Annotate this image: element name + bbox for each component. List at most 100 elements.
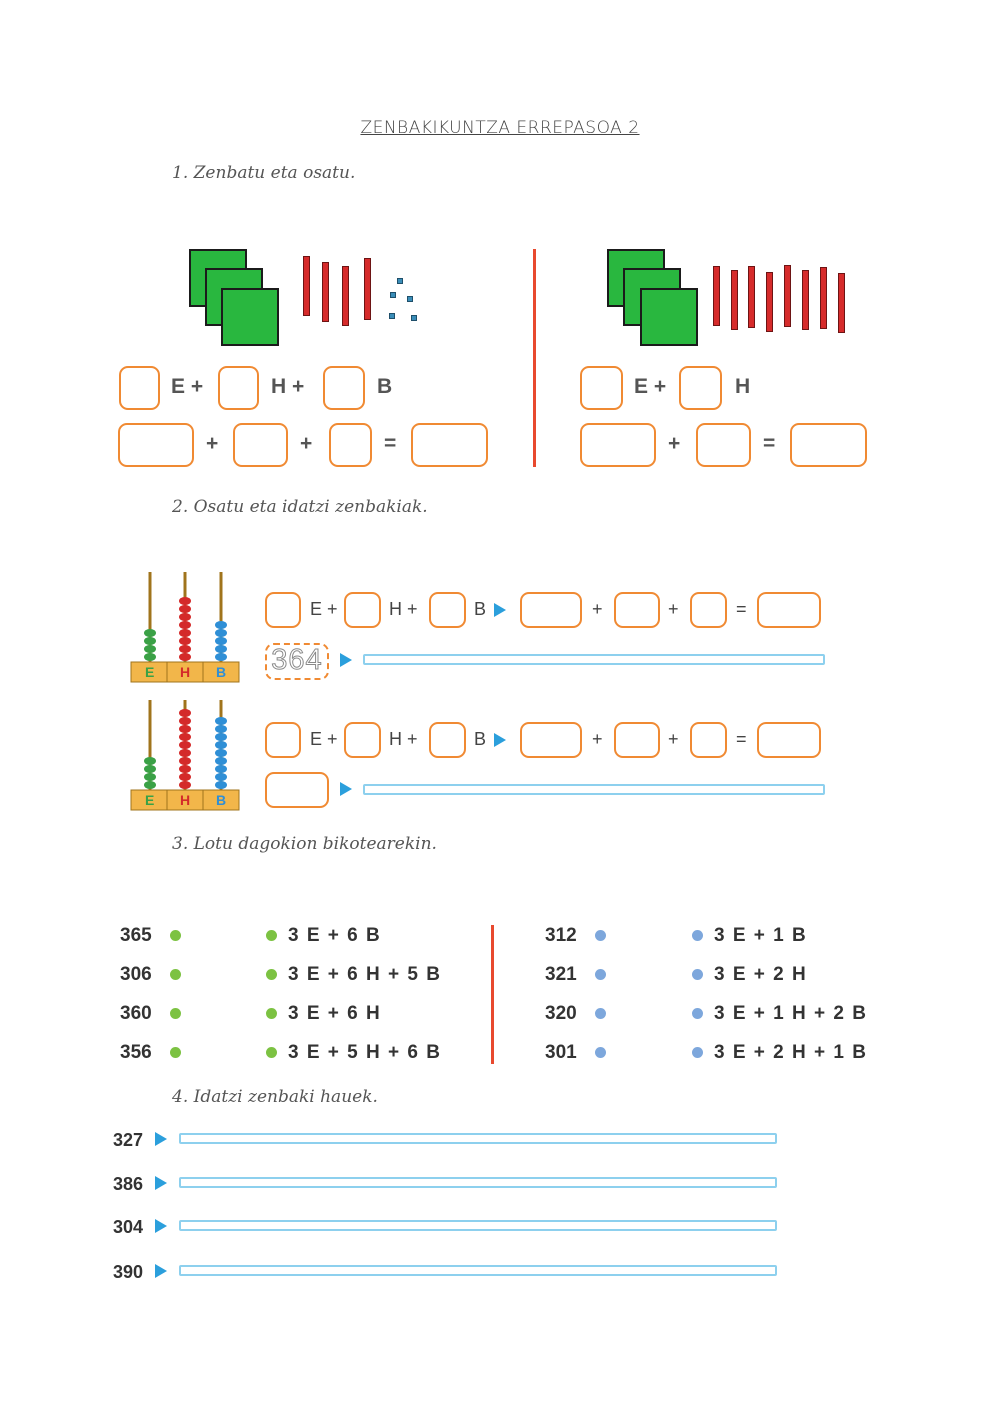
hundreds-plus-label: E +	[171, 375, 204, 398]
tens-count-box[interactable]	[344, 592, 381, 628]
ten-rod	[784, 265, 791, 327]
abacus-illustration	[130, 572, 240, 683]
hundreds-value-box[interactable]	[118, 423, 194, 467]
hundreds-value-box[interactable]	[520, 592, 582, 628]
ten-rod	[322, 262, 329, 322]
hundreds-value-box[interactable]	[580, 423, 656, 467]
write-line[interactable]	[363, 784, 825, 795]
match-dot[interactable]	[692, 969, 703, 980]
match-dot[interactable]	[692, 1008, 703, 1019]
match-dot[interactable]	[170, 969, 181, 980]
arrow-right-icon	[155, 1264, 167, 1278]
match-dot[interactable]	[595, 969, 606, 980]
ten-rod	[342, 266, 349, 326]
match-expression: 3 E + 6 H + 5 B	[288, 964, 442, 985]
units-count-box[interactable]	[429, 592, 466, 628]
hundreds-count-box[interactable]	[265, 722, 301, 758]
tens-value-box[interactable]	[233, 423, 288, 467]
example-number: 364	[271, 644, 323, 677]
units-label: B	[474, 729, 487, 749]
hundreds-count-box[interactable]	[265, 592, 301, 628]
total-box[interactable]	[411, 423, 488, 467]
tens-count-box[interactable]	[344, 722, 381, 758]
tens-count-box[interactable]	[679, 366, 722, 410]
match-expression: 3 E + 1 H + 2 B	[714, 1003, 868, 1024]
match-number: 360	[120, 1003, 152, 1024]
units-label: B	[474, 599, 487, 619]
arrow-right-icon	[494, 733, 506, 747]
arrow-right-icon	[155, 1176, 167, 1190]
abacus-label-e: E	[145, 792, 155, 808]
hundreds-count-box[interactable]	[119, 366, 160, 410]
match-dot[interactable]	[595, 930, 606, 941]
equals-sign: =	[384, 432, 397, 455]
example-number-box	[265, 643, 329, 680]
match-expression: 3 E + 6 H	[288, 1003, 382, 1024]
arrow-right-icon	[155, 1219, 167, 1233]
match-dot[interactable]	[595, 1008, 606, 1019]
tens-value-box[interactable]	[696, 423, 751, 467]
write-line[interactable]	[179, 1265, 777, 1276]
match-number: 365	[120, 925, 152, 946]
match-dot[interactable]	[170, 930, 181, 941]
instruction-q2: 2. Osatu eta idatzi zenbakiak.	[172, 497, 428, 517]
abacus-label-h: H	[180, 664, 191, 680]
ten-rod	[303, 256, 310, 316]
equals-sign: =	[763, 432, 776, 455]
ten-rod	[838, 273, 845, 333]
match-dot[interactable]	[170, 1047, 181, 1058]
ten-rod	[802, 270, 809, 330]
plus-sign: +	[668, 432, 681, 455]
abacus-label-b: B	[216, 792, 227, 808]
number-to-write: 390	[113, 1262, 144, 1282]
ten-rod	[713, 266, 720, 326]
unit-cube	[390, 292, 396, 298]
unit-cube	[397, 278, 403, 284]
tens-label: H	[735, 375, 751, 398]
hundreds-plus-label: E +	[310, 599, 338, 619]
units-value-box[interactable]	[690, 592, 727, 628]
ten-rod	[820, 267, 827, 329]
write-line[interactable]	[179, 1220, 777, 1231]
match-expression: 3 E + 2 H	[714, 964, 808, 985]
arrow-right-icon	[494, 603, 506, 617]
match-dot[interactable]	[266, 1047, 277, 1058]
hundreds-value-box[interactable]	[520, 722, 582, 758]
match-dot[interactable]	[692, 1047, 703, 1058]
units-count-box[interactable]	[429, 722, 466, 758]
arrow-right-icon	[340, 653, 352, 667]
equals-sign: =	[736, 729, 747, 749]
match-dot[interactable]	[266, 969, 277, 980]
units-value-box[interactable]	[690, 722, 727, 758]
total-box[interactable]	[757, 722, 821, 758]
hundred-square	[221, 288, 279, 346]
match-dot[interactable]	[692, 930, 703, 941]
match-dot[interactable]	[266, 930, 277, 941]
write-line[interactable]	[363, 654, 825, 665]
ten-rod	[364, 258, 371, 320]
units-label: B	[377, 375, 393, 398]
hundreds-plus-label: E +	[634, 375, 667, 398]
match-dot[interactable]	[266, 1008, 277, 1019]
abacus-illustration	[130, 700, 240, 811]
number-box[interactable]	[265, 772, 329, 808]
tens-count-box[interactable]	[218, 366, 259, 410]
number-to-write: 386	[113, 1174, 144, 1194]
match-dot[interactable]	[170, 1008, 181, 1019]
units-count-box[interactable]	[323, 366, 365, 410]
tens-plus-label: H +	[389, 729, 418, 749]
units-value-box[interactable]	[329, 423, 372, 467]
instruction-q4: 4. Idatzi zenbaki hauek.	[172, 1087, 378, 1107]
instruction-q3: 3. Lotu dagokion bikotearekin.	[172, 834, 437, 854]
match-expression: 3 E + 2 H + 1 B	[714, 1042, 868, 1063]
total-box[interactable]	[790, 423, 867, 467]
tens-value-box[interactable]	[614, 592, 660, 628]
total-box[interactable]	[757, 592, 821, 628]
tens-value-box[interactable]	[614, 722, 660, 758]
arrow-right-icon	[340, 782, 352, 796]
match-dot[interactable]	[595, 1047, 606, 1058]
write-line[interactable]	[179, 1177, 777, 1188]
write-line[interactable]	[179, 1133, 777, 1144]
equals-sign: =	[736, 599, 747, 619]
hundreds-count-box[interactable]	[580, 366, 623, 410]
